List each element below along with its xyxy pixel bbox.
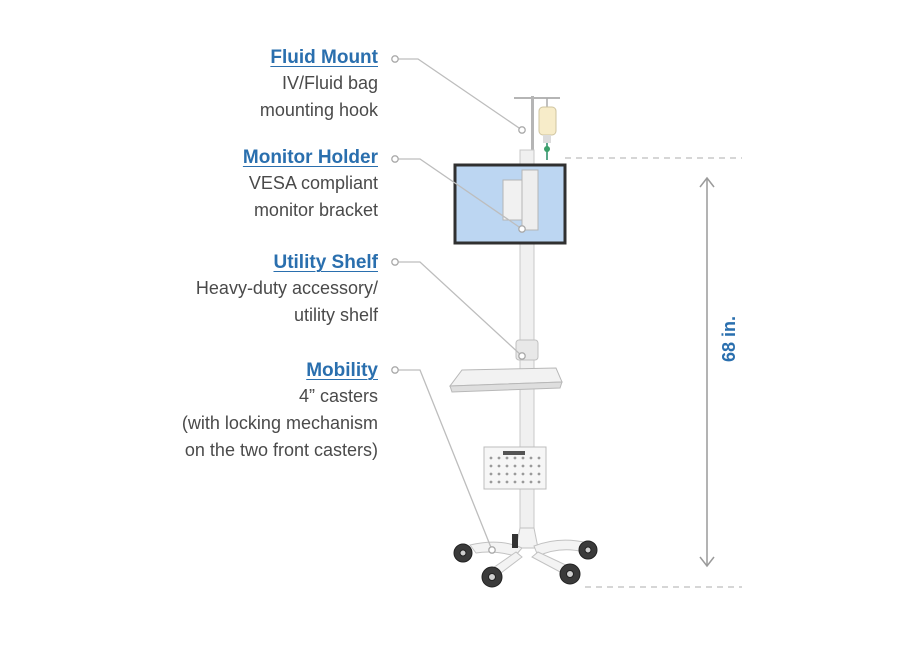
cart-base (469, 527, 589, 577)
leader-endpoints (391, 55, 526, 554)
leader-monitor-holder (395, 158, 523, 230)
callout-desc-line: 4” casters (298, 386, 378, 406)
height-dimension-label: 68 in. (719, 315, 739, 362)
callout-monitor-holder: Monitor Holder VESA compliant monitor br… (243, 146, 378, 224)
leader-fluid-mount (395, 58, 523, 131)
callout-desc-line: VESA compliant (248, 173, 378, 193)
callout-title: Utility Shelf (273, 252, 378, 273)
utility-shelf (448, 367, 563, 393)
storage-basket (483, 446, 547, 490)
fluid-bag (538, 98, 557, 160)
callout-title: Mobility (306, 360, 378, 381)
callout-desc-line: on the two front casters) (184, 440, 378, 460)
callout-mobility: Mobility 4” casters (with locking mechan… (182, 359, 378, 464)
callout-desc-line: monitor bracket (253, 200, 378, 220)
callout-desc-line: Heavy-duty accessory/ (195, 278, 378, 298)
callout-desc-line: (with locking mechanism (181, 413, 378, 433)
dimension-arrow (699, 176, 715, 568)
callout-desc-line: mounting hook (259, 100, 378, 120)
callout-desc-line: IV/Fluid bag (281, 73, 378, 93)
caster-wheels (453, 540, 598, 588)
callout-desc-line: utility shelf (293, 305, 378, 325)
callout-utility-shelf: Utility Shelf Heavy-duty accessory/ util… (196, 251, 378, 329)
callout-title: Monitor Holder (242, 147, 378, 168)
leader-utility-shelf (395, 261, 523, 357)
iv-pole (514, 96, 560, 166)
leader-mobility (395, 369, 493, 551)
callout-title: Fluid Mount (270, 47, 378, 68)
monitor (453, 163, 567, 245)
callout-fluid-mount: Fluid Mount IV/Fluid bag mounting hook (260, 46, 378, 124)
leader-lines (395, 58, 523, 551)
